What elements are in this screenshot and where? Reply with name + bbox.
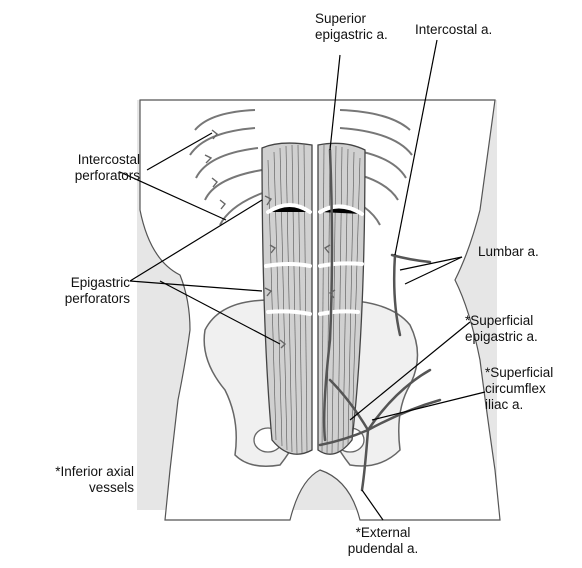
label-intercostal-a: Intercostal a.: [415, 22, 492, 38]
label-intercostal-a-text: Intercostal a.: [415, 22, 492, 38]
label-lumbar-a: Lumbar a.: [478, 244, 539, 260]
label-inferior-axial-line2: vessels: [0, 480, 134, 496]
label-external-pudendal: *External pudendal a.: [333, 525, 433, 557]
label-superior-epigastric-line1: Superior: [315, 11, 388, 27]
label-intercostal-perforators-line2: perforators: [30, 168, 140, 184]
label-superior-epigastric: Superior epigastric a.: [315, 11, 388, 43]
label-inferior-axial-vessels: *Inferior axial vessels: [0, 464, 134, 496]
label-superficial-epigastric-line1: *Superficial: [465, 313, 538, 329]
label-inferior-axial-line1: *Inferior axial: [0, 464, 134, 480]
label-external-pudendal-line1: *External: [333, 525, 433, 541]
label-superficial-circumflex-line2: circumflex: [485, 381, 553, 397]
label-epigastric-perforators-line2: perforators: [20, 291, 130, 307]
label-superior-epigastric-line2: epigastric a.: [315, 27, 388, 43]
label-superficial-circumflex-iliac: *Superficial circumflex iliac a.: [485, 365, 553, 413]
label-intercostal-perforators-line1: Intercostal: [30, 152, 140, 168]
label-superficial-epigastric: *Superficial epigastric a.: [465, 313, 538, 345]
label-superficial-circumflex-line1: *Superficial: [485, 365, 553, 381]
label-lumbar-a-text: Lumbar a.: [478, 244, 539, 260]
label-superficial-circumflex-line3: iliac a.: [485, 397, 553, 413]
label-superficial-epigastric-line2: epigastric a.: [465, 329, 538, 345]
label-external-pudendal-line2: pudendal a.: [333, 541, 433, 557]
label-intercostal-perforators: Intercostal perforators: [30, 152, 140, 184]
label-epigastric-perforators: Epigastric perforators: [20, 275, 130, 307]
label-epigastric-perforators-line1: Epigastric: [20, 275, 130, 291]
